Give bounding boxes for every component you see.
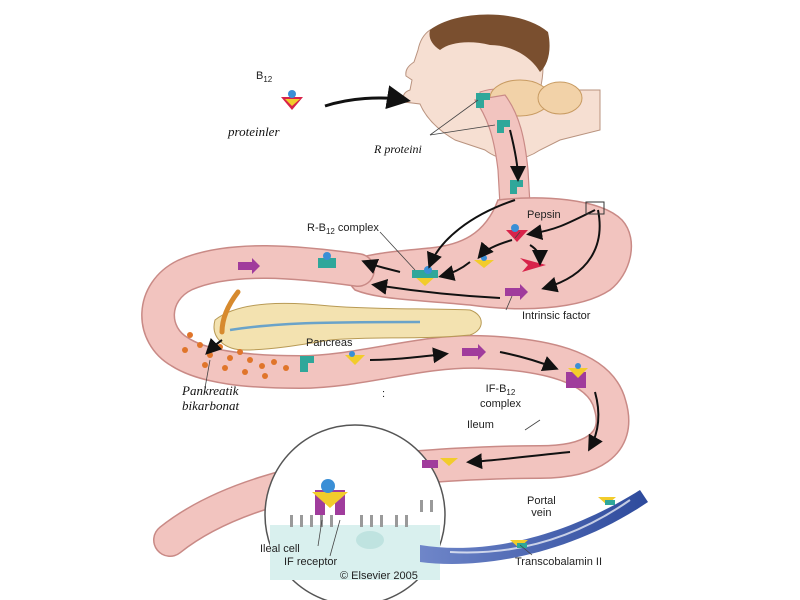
bile-duct (219, 289, 241, 335)
rb12-complex-shapes (318, 252, 438, 286)
pancreas-label: Pancreas (306, 337, 353, 349)
head-profile (402, 14, 601, 160)
intrinsic-factor-label: Intrinsic factor (522, 310, 591, 322)
r-protein-shapes (300, 93, 523, 372)
copyright-label: © Elsevier 2005 (340, 570, 418, 582)
dot-mark: : (382, 388, 386, 400)
if-receptor-label: IF receptor (284, 556, 338, 568)
r-b12-complex-label: R-B12 complex (307, 222, 379, 237)
vein-b12-shapes (510, 497, 616, 548)
ileal-cell-inset (264, 424, 446, 600)
portal-vein (420, 490, 648, 565)
flow-arrows (205, 85, 603, 470)
transcobalamin-label: Transcobalamin II (515, 556, 603, 568)
pepsin-label: Pepsin (527, 209, 561, 221)
intrinsic-factor-shapes (238, 258, 586, 468)
pepsin-box (585, 201, 605, 215)
r-proteini-label: R proteini (374, 142, 422, 156)
pancreas (213, 302, 482, 351)
b12-protein-complex-mouth (281, 90, 303, 110)
duodenum-b12-shapes (345, 351, 588, 466)
b12-label: B12 (256, 70, 273, 85)
ileum-label: Ileum (467, 419, 494, 431)
proteinler-label: proteinler (228, 124, 280, 139)
ileal-cell-label: Ileal cell (260, 543, 300, 555)
label-leaders (204, 99, 541, 557)
stomach (347, 197, 633, 310)
